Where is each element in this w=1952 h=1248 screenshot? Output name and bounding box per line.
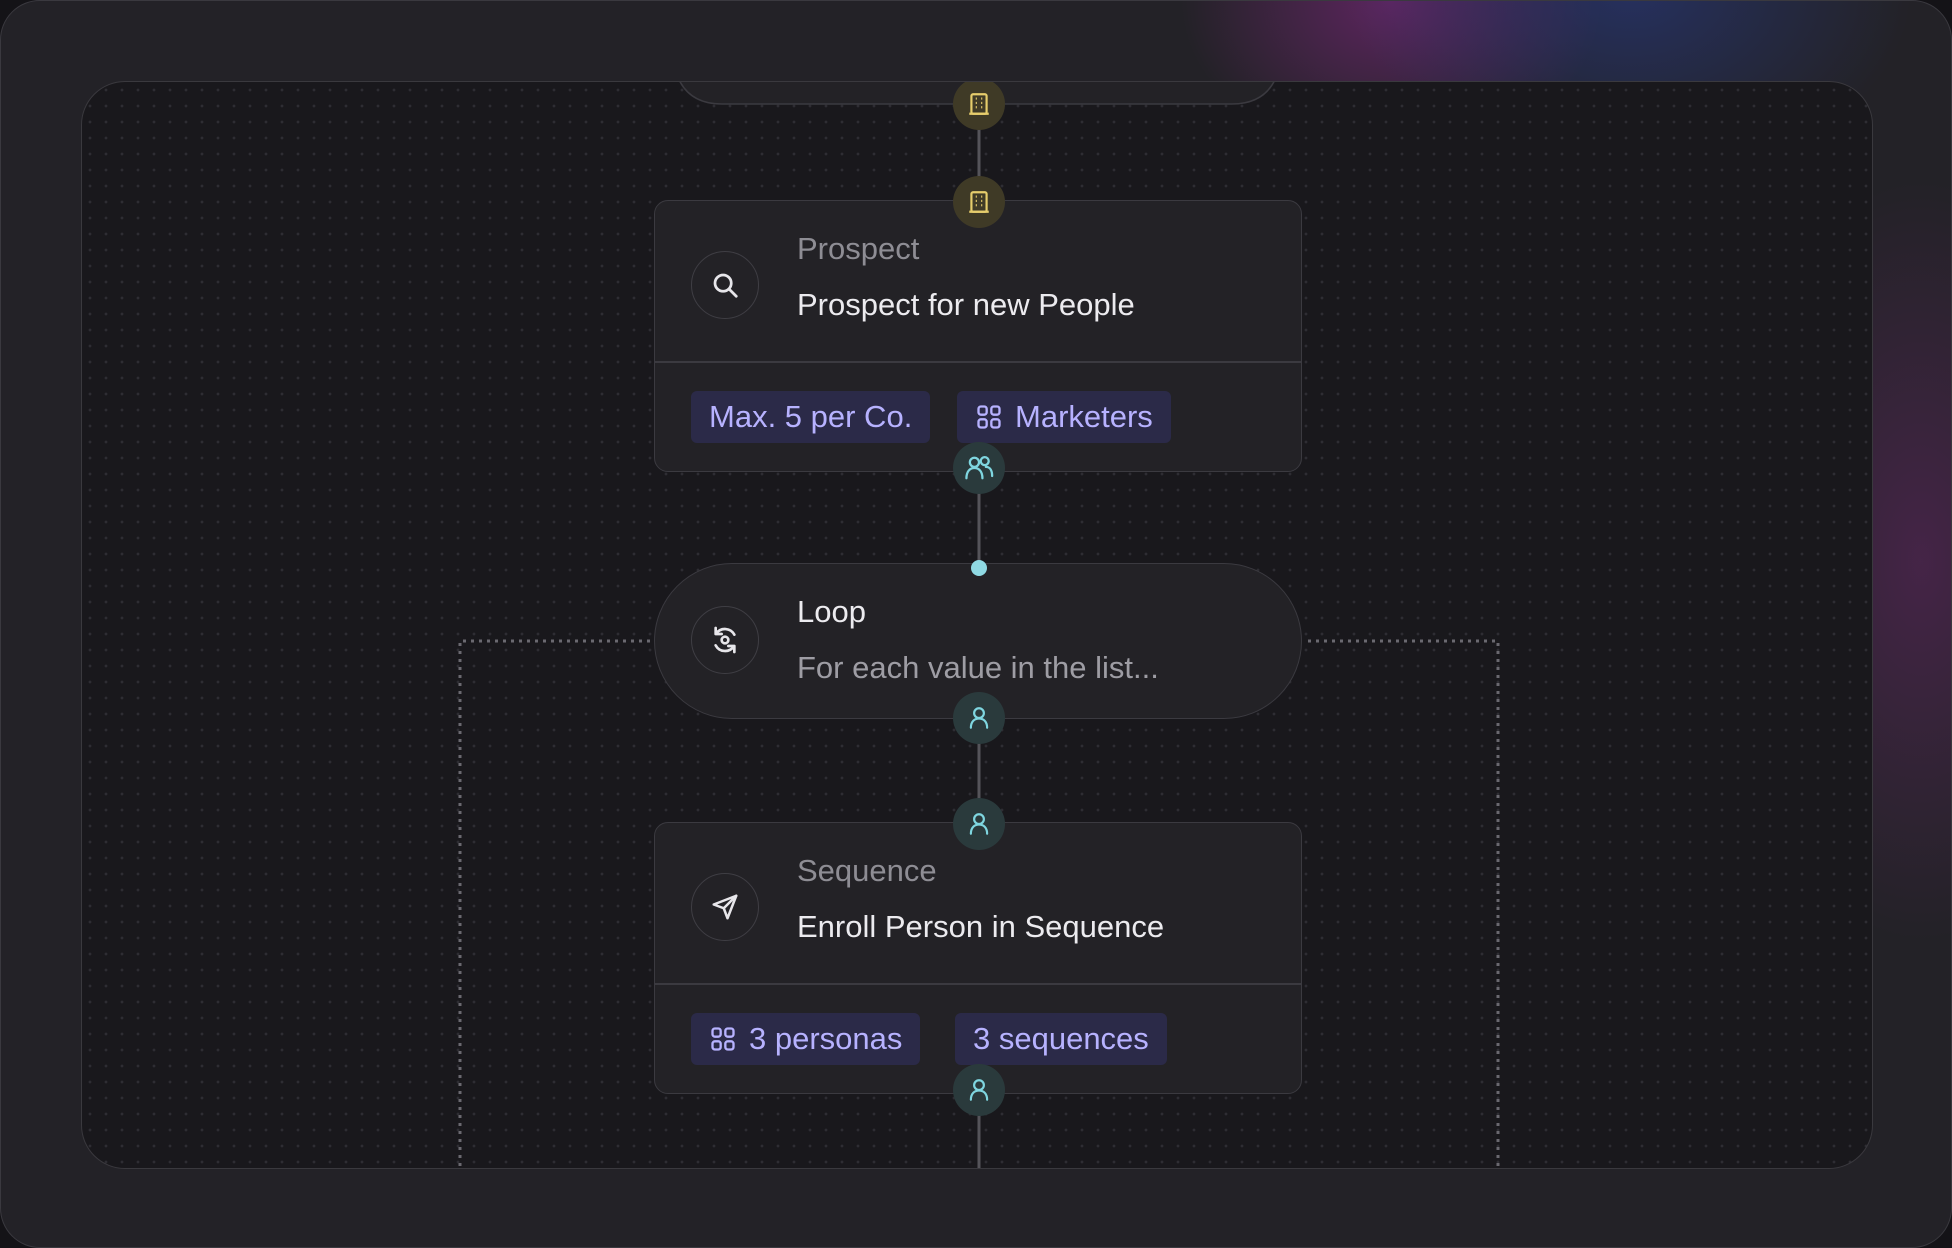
building-icon[interactable] [953, 176, 1005, 228]
tag-label: 3 sequences [973, 1021, 1149, 1056]
tag-label: Max. 5 per Co. [709, 399, 913, 434]
node-kind: Loop [797, 594, 866, 629]
tag-label: 3 personas [749, 1021, 903, 1056]
node-kind: Prospect [797, 231, 920, 266]
grid-icon [711, 1027, 735, 1051]
input-handle[interactable] [971, 560, 987, 576]
send-icon [691, 873, 759, 941]
sequence-node[interactable]: Sequence Enroll Person in Sequence 3 per… [654, 822, 1302, 1094]
workflow-canvas[interactable]: Prospect Prospect for new People Max. 5 … [81, 81, 1873, 1169]
users-icon[interactable] [953, 442, 1005, 494]
tag-personas[interactable]: 3 personas [691, 1013, 921, 1065]
grid-icon [977, 405, 1001, 429]
node-kind: Sequence [797, 853, 937, 888]
search-icon [691, 251, 759, 319]
loop-branch-line [458, 639, 650, 1168]
tag-max-per-company[interactable]: Max. 5 per Co. [691, 391, 931, 443]
tag-persona[interactable]: Marketers [957, 391, 1171, 443]
building-icon[interactable] [953, 82, 1005, 130]
node-title: Prospect for new People [797, 287, 1135, 322]
node-title: For each value in the list... [797, 650, 1159, 685]
refresh-icon [691, 606, 759, 674]
user-icon[interactable] [953, 692, 1005, 744]
node-title: Enroll Person in Sequence [797, 909, 1165, 944]
user-icon[interactable] [953, 1064, 1005, 1116]
tag-label: Marketers [1015, 399, 1153, 434]
tag-sequences[interactable]: 3 sequences [955, 1013, 1167, 1065]
loop-branch-line [1308, 639, 1500, 1168]
user-icon[interactable] [953, 798, 1005, 850]
divider [655, 361, 1301, 363]
prospect-node[interactable]: Prospect Prospect for new People Max. 5 … [654, 200, 1302, 472]
divider [655, 983, 1301, 985]
